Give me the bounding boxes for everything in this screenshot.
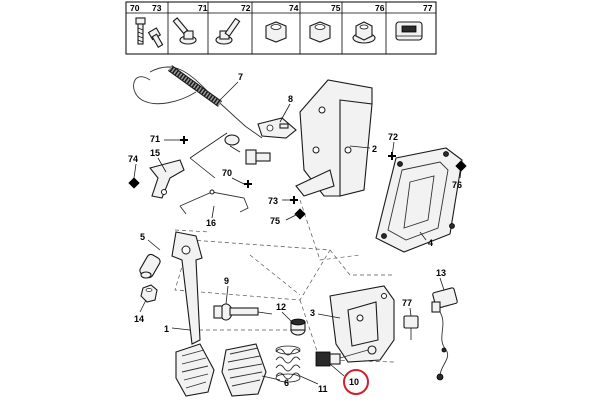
parts-header-table: 70 73 71 72 74 75 76 77 (125, 1, 437, 55)
callout-label: 6 (284, 378, 289, 388)
callout-label: 2 (372, 144, 377, 154)
header-part-number: 71 (198, 3, 208, 13)
brake-pedal-pad (221, 343, 267, 397)
callout-label: 71 (150, 134, 160, 144)
callout-label: 5 (140, 232, 145, 242)
callout-label: 75 (270, 216, 280, 226)
pedal-sensor (431, 287, 458, 381)
callout-label: 74 (128, 154, 138, 164)
clutch-pedal (171, 231, 215, 397)
callout-labels: 7 8 71 72 2 15 74 70 73 76 75 16 4 5 9 1… (128, 72, 462, 394)
assembly-outline (174, 199, 396, 363)
push-rod (213, 303, 273, 321)
leader-lines (133, 81, 462, 385)
pedal-pin (139, 253, 161, 279)
callout-label: 9 (224, 276, 229, 286)
header-part-number: 73 (152, 3, 162, 13)
mounting-plate (375, 147, 463, 253)
flange-bolt-icon (172, 17, 197, 45)
header-part-number: 75 (331, 3, 341, 13)
brake-pedal-arm (329, 285, 395, 363)
callout-label: 16 (206, 218, 216, 228)
callout-label: 10 (349, 377, 359, 387)
cable-bracket (257, 117, 297, 139)
bushing (290, 318, 306, 336)
bolt-icon (147, 27, 164, 48)
callout-label: 72 (388, 132, 398, 142)
cable-bolts (229, 145, 271, 165)
callout-label: 7 (238, 72, 243, 82)
clutch-cable (133, 65, 263, 179)
callout-label: 14 (134, 314, 144, 324)
header-part-number: 74 (289, 3, 299, 13)
callout-label: 3 (310, 308, 315, 318)
header-part-number: 77 (423, 3, 433, 13)
pedal-support-bracket (295, 79, 373, 197)
return-spring (275, 345, 301, 383)
callout-label: 8 (288, 94, 293, 104)
header-part-number: 72 (241, 3, 251, 13)
callout-label: 11 (318, 384, 328, 394)
callout-label: 4 (428, 238, 433, 248)
header-part-number: 70 (130, 3, 140, 13)
callout-label: 13 (436, 268, 446, 278)
bolt-icon (135, 17, 146, 45)
callout-label: 76 (452, 180, 462, 190)
callout-label: 12 (276, 302, 286, 312)
pedal-nut (140, 284, 158, 303)
brake-light-switch (315, 345, 377, 367)
callout-label: 70 (222, 168, 232, 178)
return-lever (149, 159, 185, 199)
flange-bolt-icon (215, 17, 241, 45)
wire-clip (403, 315, 419, 340)
callout-label: 15 (150, 148, 160, 158)
nut-icon (265, 21, 287, 43)
spring-rod (179, 189, 249, 215)
nut-icon (309, 21, 331, 43)
flange-nut-icon (352, 21, 376, 44)
highlight-circle (343, 369, 369, 395)
callout-label: 1 (164, 324, 169, 334)
clip-icon (395, 21, 423, 41)
header-part-number: 76 (375, 3, 385, 13)
callout-label: 77 (402, 298, 412, 308)
callout-label: 73 (268, 196, 278, 206)
